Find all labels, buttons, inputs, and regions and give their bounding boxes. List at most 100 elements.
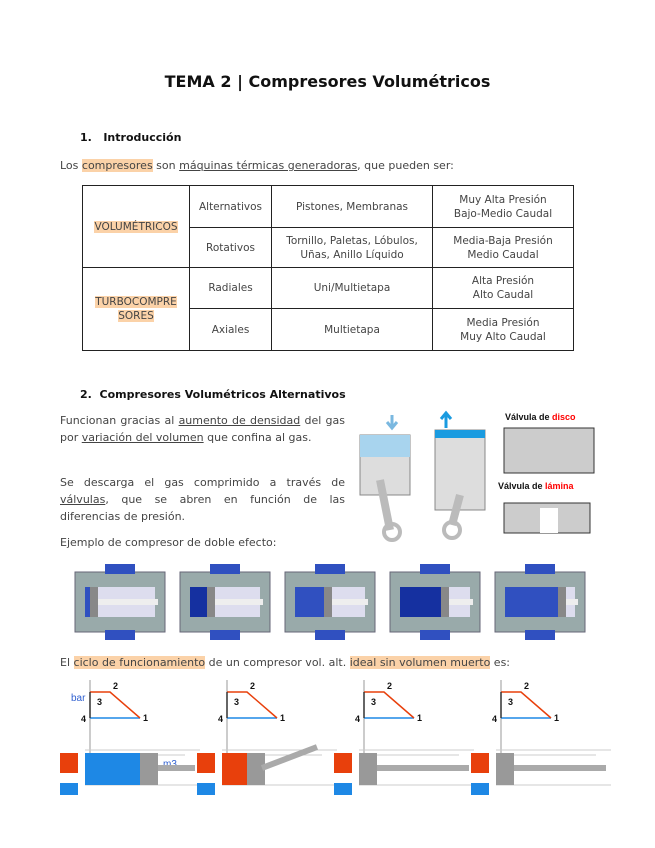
examples-cell: Uni/Multietapa [271, 267, 433, 309]
paragraph-density: Funcionan gracias al aumento de densidad… [60, 412, 345, 446]
prop: Muy Alto Caudal [460, 330, 546, 343]
double-effect-frame [74, 564, 166, 640]
underlined-term: variación del volumen [81, 431, 204, 444]
underlined-term: máquinas térmicas generadoras [179, 159, 358, 172]
reed-valve-caption: Válvula de lámina [498, 481, 575, 491]
group-name: SORES [118, 310, 154, 322]
text: , que se abren en función de las diferen… [60, 493, 345, 523]
intake-valve [60, 783, 78, 795]
underlined-term: aumento de densidad [178, 414, 301, 427]
highlighted-term: ideal sin volumen muerto [349, 656, 491, 669]
pv-cycle-panel: 1 2 3 4 [471, 680, 611, 795]
intake-valve [334, 783, 352, 795]
type-cell: Alternativos [189, 185, 272, 228]
piston [496, 753, 514, 785]
prop: Bajo-Medio Caudal [453, 207, 553, 220]
heading-text: Introducción [103, 131, 182, 144]
piston [247, 753, 265, 785]
underlined-term: válvulas [60, 493, 106, 506]
section-2-heading: 2. Compresores Volumétricos Alternativos [80, 388, 346, 401]
discharge-valve [197, 753, 215, 773]
type-cell: Radiales [189, 267, 272, 309]
cycle-point-label: 4 [355, 714, 360, 724]
cycle-point-label: 1 [280, 713, 285, 723]
prop: Media Presión [466, 316, 540, 329]
valve-illustrations: Válvula de disco Válvula de lámina [498, 412, 595, 534]
paragraph-double-effect: Ejemplo de compresor de doble efecto: [60, 536, 277, 549]
cycle-point-label: 1 [417, 713, 422, 723]
type-cell: Rotativos [189, 227, 272, 268]
section-1-heading: 1. Introducción [80, 131, 181, 144]
cycle-point-label: 2 [524, 681, 529, 691]
table-row: VOLUMÉTRICOS Alternativos Pistones, Memb… [82, 185, 574, 268]
cycle-point-label: 3 [234, 697, 239, 707]
cycle-point-label: 3 [371, 697, 376, 707]
arrow-down-icon [385, 415, 399, 431]
prop: Alto Caudal [472, 289, 534, 301]
example: Tornillo, Paletas, Lóbulos, [286, 234, 418, 247]
discharge-valve [334, 753, 352, 773]
pv-cycle-panel: 1 2 3 4 [334, 680, 474, 795]
cycle-point-label: 3 [97, 697, 102, 707]
prop: Muy Alta Presión [459, 193, 547, 206]
double-effect-sequence [74, 564, 586, 640]
prop: Medio Caudal [467, 248, 539, 261]
examples-cell: Tornillo, Paletas, Lóbulos,Uñas, Anillo … [271, 227, 433, 268]
double-effect-frame [494, 564, 586, 640]
piston [558, 587, 566, 617]
highlighted-term: ciclo de funcionamiento [73, 656, 206, 669]
highlighted-term: compresores [81, 159, 153, 172]
group-name: TURBOCOMPRE [95, 296, 177, 308]
piston [324, 587, 332, 617]
text: del gas por [60, 414, 346, 444]
disc-valve-drawing [503, 427, 595, 474]
cycle-point-label: 3 [508, 697, 513, 707]
table-row: Rotativos Tornillo, Paletas, Lóbulos,Uña… [83, 227, 574, 268]
compression-line [227, 691, 278, 719]
heading-number: 2. [80, 388, 92, 401]
group-cell: VOLUMÉTRICOS [82, 185, 190, 268]
group-name: VOLUMÉTRICOS [94, 220, 178, 233]
connecting-rod [260, 744, 319, 771]
paragraph-valves: Se descarga el gas comprimido a través d… [60, 474, 345, 525]
intake-valve [197, 783, 215, 795]
text: , que pueden ser: [357, 159, 454, 172]
piston [441, 587, 449, 617]
intro-paragraph: Los compresores son máquinas térmicas ge… [60, 157, 454, 174]
text: son [152, 159, 180, 172]
discharge-valve [471, 753, 489, 773]
cycle-point-label: 4 [492, 714, 497, 724]
prop: Alta Presión [471, 275, 535, 287]
examples-cell: Pistones, Membranas [271, 185, 433, 228]
page-title: TEMA 2 | Compresores Volumétricos [164, 72, 491, 91]
disc-valve-caption: Válvula de disco [505, 412, 576, 422]
compressor-classification-table: VOLUMÉTRICOS Alternativos Pistones, Memb… [82, 185, 574, 351]
cycle-point-label: 1 [143, 713, 148, 723]
compression-line [501, 691, 552, 719]
cycle-point-label: 2 [387, 681, 392, 691]
text: que confina al gas. [203, 431, 312, 444]
discharge-valve [60, 753, 78, 773]
text: El [60, 656, 74, 669]
examples-cell: Multietapa [271, 308, 433, 351]
cycle-point-label: 4 [218, 714, 223, 724]
cycle-point-label: 1 [554, 713, 559, 723]
piston [140, 753, 158, 785]
paragraph-cycle: El ciclo de funcionamiento de un compres… [60, 654, 510, 671]
pressure-unit: bar [71, 693, 86, 704]
double-effect-frame [284, 564, 376, 640]
arrow-up-icon [439, 410, 453, 428]
table-row: TURBOCOMPRE SORES Radiales Uni/Multietapa… [82, 267, 574, 351]
piston [359, 753, 377, 785]
text: de un compresor vol. alt. [205, 656, 350, 669]
text: Los [60, 159, 82, 172]
text: es: [490, 656, 511, 669]
compression-line [364, 691, 415, 719]
compression-line [90, 691, 141, 719]
type-cell: Axiales [189, 308, 272, 351]
